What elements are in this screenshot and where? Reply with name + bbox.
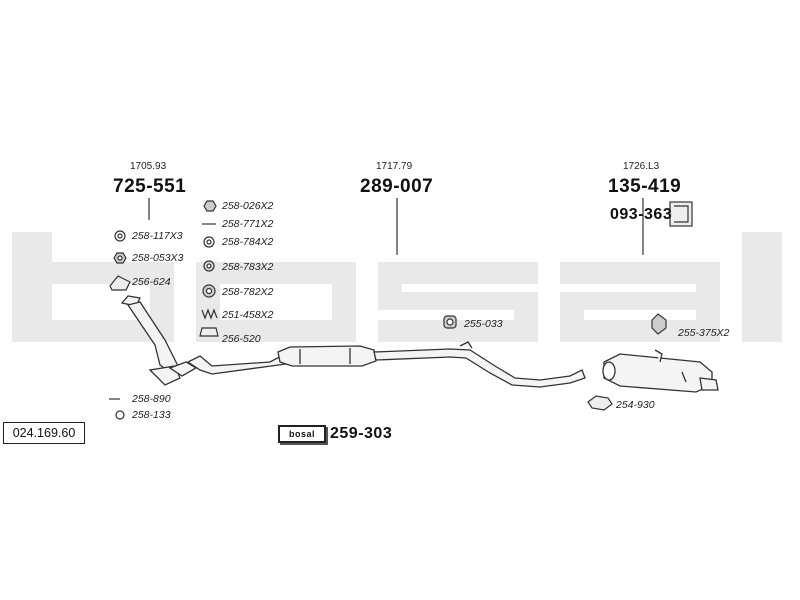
part-label-kit-5: 258-782X2 (222, 286, 274, 298)
part-label-kit-4: 258-783X2 (222, 261, 274, 273)
part-label-gasket: 256-624 (132, 276, 171, 288)
part-number-front-pipe: 725-551 (113, 176, 187, 197)
hex-nut-kit-icon (203, 200, 217, 212)
part-label-rear-mount: 255-375X2 (678, 327, 730, 339)
part-label-ring: 258-117X3 (132, 230, 183, 242)
part-number-middle-pipe: 289-007 (360, 176, 434, 197)
fitting-kit-logo: bosal (278, 425, 326, 443)
part-label-hex-nut: 258-053X3 (132, 252, 184, 264)
washer-icon (115, 410, 125, 420)
part-label-rubber-mount: 255-033 (464, 318, 503, 330)
part-label-kit-2: 258-771X2 (222, 218, 274, 230)
gasket-icon (109, 275, 131, 291)
part-label-rear-clamp: 254-930 (616, 399, 655, 411)
part-number-rear-muffler: 135-419 (608, 176, 682, 197)
rear-mount-icon (651, 313, 667, 335)
assembly-ref-rear: 1726.L3 (623, 161, 660, 172)
front-pipe-drawing (120, 295, 198, 386)
spring-icon (201, 308, 218, 320)
part-number-bracket: 093-363 (610, 206, 673, 223)
part-label-bolt: 258-890 (132, 393, 171, 405)
middle-pipe-drawing (186, 341, 586, 388)
assembly-ref-front: 1705.93 (130, 161, 167, 172)
part-label-kit-1: 258-026X2 (222, 200, 274, 212)
part-label-washer: 258-133 (132, 409, 171, 421)
rear-clamp-icon (587, 395, 613, 411)
assembly-ref-middle: 1717.79 (376, 161, 413, 172)
part-label-kit-3: 258-784X2 (222, 236, 274, 248)
part-label-kit-7: 256-520 (222, 333, 261, 345)
heat-shield-icon (669, 201, 693, 227)
part-number-fitting-kit: 259-303 (330, 425, 393, 442)
rear-muffler-drawing (602, 349, 719, 393)
part-label-kit-6: 251-458X2 (222, 309, 274, 321)
seal-ring-icon (199, 327, 219, 337)
catalog-code: 024.169.60 (3, 422, 85, 444)
